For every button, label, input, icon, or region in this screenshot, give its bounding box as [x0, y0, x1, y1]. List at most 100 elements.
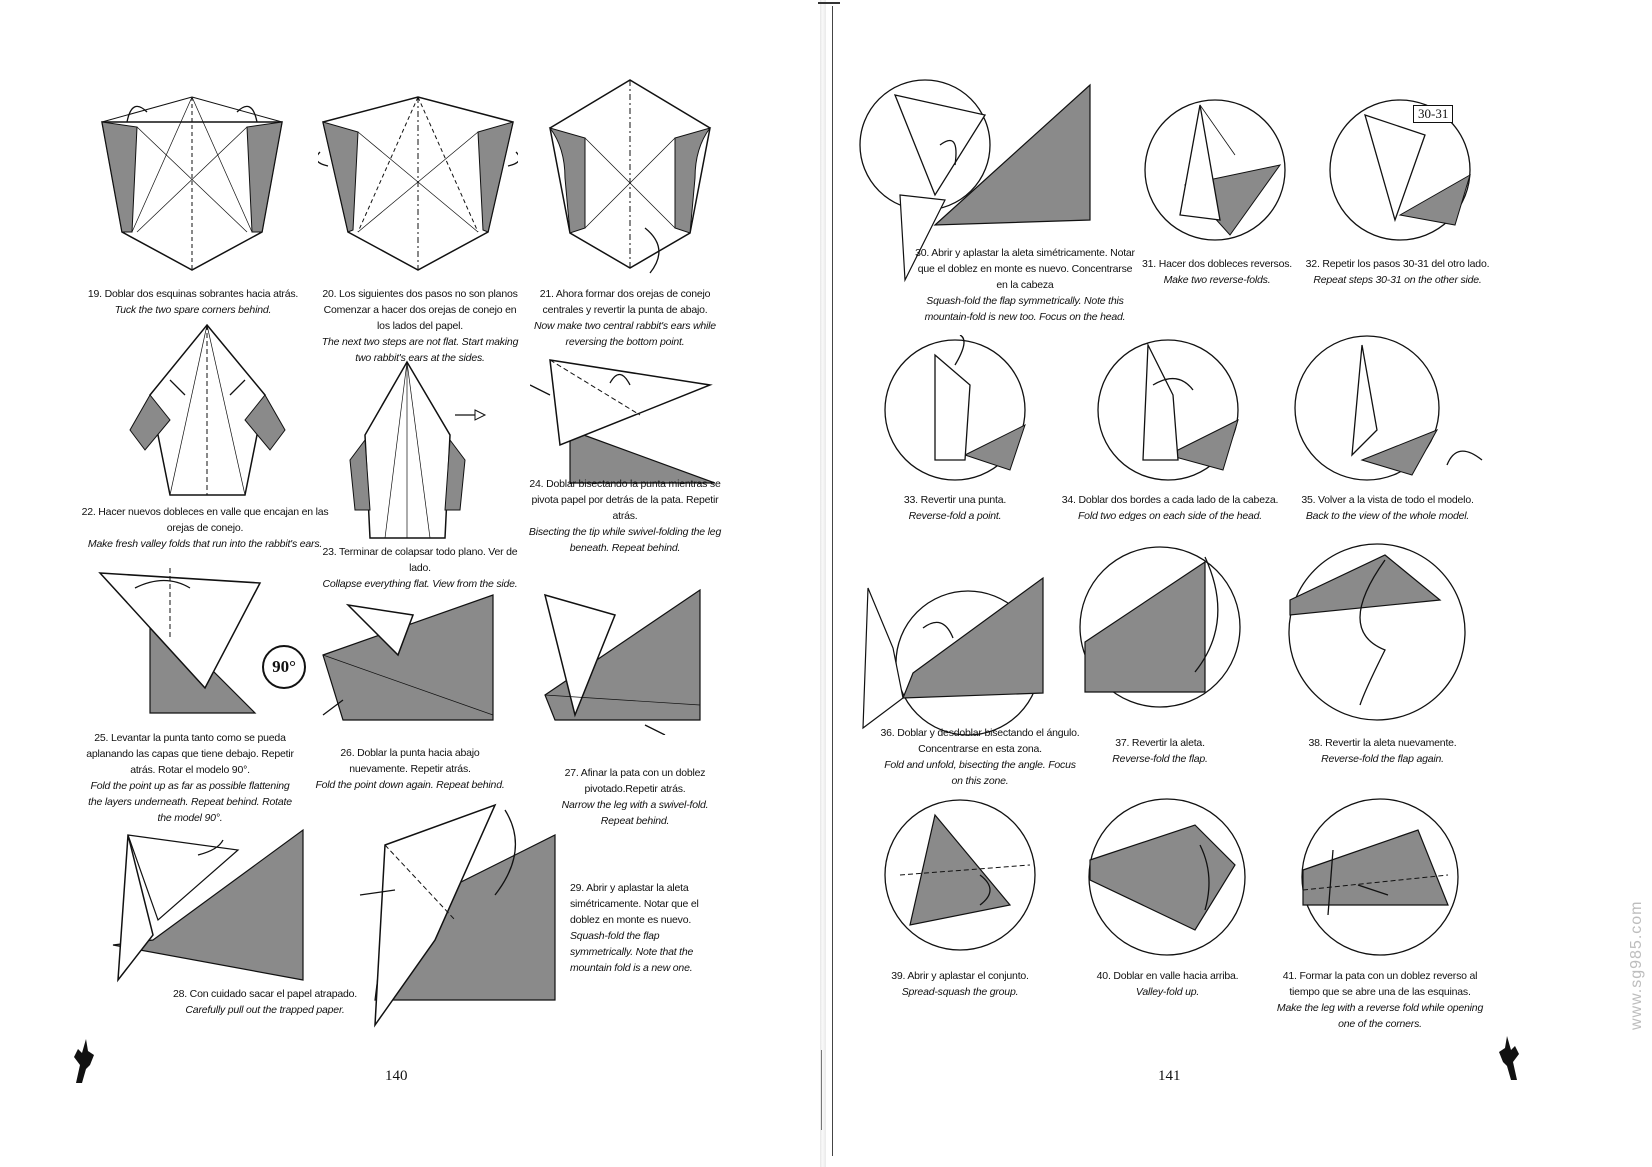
page-number-right: 141: [1158, 1068, 1181, 1084]
gutter-fold-line: [832, 6, 833, 1156]
caption-es: 31. Hacer dos dobleces reversos.: [1141, 258, 1292, 270]
caption-es: 34. Doblar dos bordes a cada lado de la …: [1061, 494, 1279, 506]
step-range-tag: 30-31: [1413, 105, 1454, 123]
caption-es: 24. Doblar bisectando la punta mientras …: [529, 478, 721, 522]
diagram-step-37: [1075, 542, 1245, 712]
diagram-step-23: [325, 360, 490, 540]
diagram-step-39: [880, 795, 1040, 955]
caption-en: Squash-fold the flap symmetrically. Note…: [924, 295, 1126, 323]
caption-step-36: 36. Doblar y desdoblar bisectando el áng…: [880, 725, 1080, 789]
caption-step-21: 21. Ahora formar dos orejas de conejo ce…: [530, 286, 720, 350]
caption-step-30: 30. Abrir y aplastar la aleta simétricam…: [915, 245, 1135, 325]
caption-en: Valley-fold up.: [1135, 986, 1200, 998]
caption-en: The next two steps are not flat. Start m…: [321, 336, 519, 364]
caption-en: Repeat steps 30-31 on the other side.: [1313, 274, 1482, 286]
caption-step-33: 33. Revertir una punta. Reverse-fold a p…: [880, 492, 1030, 524]
unicorn-logo-icon: [68, 1035, 98, 1085]
caption-es: 23. Terminar de colapsar todo plano. Ver…: [322, 546, 518, 574]
diagram-step-36: [858, 568, 1073, 743]
caption-es: 32. Repetir los pasos 30-31 del otro lad…: [1305, 258, 1490, 270]
caption-en: Fold and unfold, bisecting the angle. Fo…: [884, 759, 1076, 787]
caption-es: 40. Doblar en valle hacia arriba.: [1096, 970, 1239, 982]
caption-en: Reverse-fold the flap again.: [1321, 753, 1444, 765]
diagram-step-27: [525, 585, 705, 735]
diagram-step-33: [880, 335, 1030, 485]
caption-step-40: 40. Doblar en valle hacia arriba. Valley…: [1085, 968, 1250, 1000]
caption-step-29: 29. Abrir y aplastar la aleta simétricam…: [570, 880, 715, 976]
caption-es: 36. Doblar y desdoblar bisectando el áng…: [880, 727, 1080, 755]
book-gutter: [820, 0, 826, 1167]
caption-en: Make the leg with a reverse fold while o…: [1276, 1002, 1484, 1030]
caption-en: Narrow the leg with a swivel-fold. Repea…: [561, 799, 709, 827]
unicorn-logo-icon: [1495, 1032, 1525, 1082]
caption-es: 21. Ahora formar dos orejas de conejo ce…: [539, 288, 711, 316]
caption-step-37: 37. Revertir la aleta. Reverse-fold the …: [1100, 735, 1220, 767]
caption-en: Reverse-fold the flap.: [1112, 753, 1208, 765]
caption-en: Now make two central rabbit's ears while…: [534, 320, 716, 348]
caption-es: 39. Abrir y aplastar el conjunto.: [891, 970, 1029, 982]
caption-step-31: 31. Hacer dos dobleces reversos. Make tw…: [1132, 256, 1302, 288]
caption-en: Squash-fold the flap symmetrically. Note…: [570, 930, 694, 974]
rotate-90-badge: 90°: [262, 645, 306, 689]
caption-es: 20. Los siguientes dos pasos no son plan…: [322, 288, 518, 332]
caption-step-19: 19. Doblar dos esquinas sobrantes hacia …: [78, 286, 308, 318]
caption-step-32: 32. Repetir los pasos 30-31 del otro lad…: [1300, 256, 1495, 288]
diagram-step-29: [355, 800, 560, 1035]
diagram-step-32: [1325, 95, 1475, 245]
site-watermark: www.sg985.com: [1628, 900, 1645, 1031]
caption-step-39: 39. Abrir y aplastar el conjunto. Spread…: [870, 968, 1050, 1000]
caption-en: Bisecting the tip while swivel-folding t…: [528, 526, 722, 554]
diagram-step-41: [1298, 795, 1463, 960]
caption-es: 30. Abrir y aplastar la aleta simétricam…: [915, 247, 1135, 291]
caption-en: Tuck the two spare corners behind.: [114, 304, 272, 316]
diagram-step-26: [318, 590, 498, 730]
diagram-step-40: [1085, 795, 1250, 960]
caption-step-22: 22. Hacer nuevos dobleces en valle que e…: [80, 504, 330, 552]
diagram-step-30: [855, 75, 1100, 285]
caption-step-24: 24. Doblar bisectando la punta mientras …: [525, 476, 725, 556]
caption-en: Reverse-fold a point.: [908, 510, 1002, 522]
gutter-fold-line-lower: [821, 1050, 822, 1130]
caption-es: 28. Con cuidado sacar el papel atrapado.: [172, 988, 358, 1000]
caption-en: Make two reverse-folds.: [1163, 274, 1271, 286]
caption-en: Collapse everything flat. View from the …: [322, 578, 518, 590]
caption-es: 25. Levantar la punta tanto como se pued…: [86, 732, 294, 776]
caption-step-23: 23. Terminar de colapsar todo plano. Ver…: [315, 544, 525, 592]
caption-es: 19. Doblar dos esquinas sobrantes hacia …: [87, 288, 299, 300]
diagram-step-25: [95, 568, 270, 723]
caption-en: Make fresh valley folds that run into th…: [87, 538, 323, 550]
caption-es: 37. Revertir la aleta.: [1115, 737, 1205, 749]
caption-step-41: 41. Formar la pata con un doblez reverso…: [1275, 968, 1485, 1032]
caption-es: 41. Formar la pata con un doblez reverso…: [1282, 970, 1478, 998]
caption-step-28: 28. Con cuidado sacar el papel atrapado.…: [160, 986, 370, 1018]
diagram-step-34: [1093, 335, 1243, 485]
diagram-step-20: [318, 92, 518, 272]
caption-step-34: 34. Doblar dos bordes a cada lado de la …: [1055, 492, 1285, 524]
diagram-step-21: [545, 78, 715, 278]
caption-es: 27. Afinar la pata con un doblez pivotad…: [564, 767, 706, 795]
rotate-label: 90°: [272, 657, 296, 676]
caption-en: Fold the point up as far as possible fla…: [88, 780, 292, 824]
gutter-mark: [818, 2, 840, 4]
caption-en: Back to the view of the whole model.: [1305, 510, 1470, 522]
caption-es: 35. Volver a la vista de todo el modelo.: [1301, 494, 1474, 506]
caption-en: Spread-squash the group.: [901, 986, 1019, 998]
caption-en: Fold the point down again. Repeat behind…: [315, 779, 505, 791]
caption-es: 38. Revertir la aleta nuevamente.: [1308, 737, 1457, 749]
caption-es: 33. Revertir una punta.: [903, 494, 1007, 506]
caption-es: 29. Abrir y aplastar la aleta simétricam…: [570, 882, 699, 926]
caption-step-35: 35. Volver a la vista de todo el modelo.…: [1280, 492, 1495, 524]
caption-es: 22. Hacer nuevos dobleces en valle que e…: [81, 506, 329, 534]
caption-en: Carefully pull out the trapped paper.: [185, 1004, 345, 1016]
caption-en: Fold two edges on each side of the head.: [1077, 510, 1263, 522]
diagram-step-38: [1285, 540, 1470, 725]
diagram-step-19: [92, 92, 292, 272]
diagram-step-24: [530, 355, 715, 485]
caption-step-25: 25. Levantar la punta tanto como se pued…: [85, 730, 295, 826]
diagram-step-28: [108, 820, 313, 990]
page-number-left: 140: [385, 1068, 408, 1084]
caption-step-38: 38. Revertir la aleta nuevamente. Revers…: [1290, 735, 1475, 767]
caption-step-20: 20. Los siguientes dos pasos no son plan…: [320, 286, 520, 366]
diagram-step-35: [1292, 330, 1487, 485]
diagram-step-22: [125, 320, 290, 500]
